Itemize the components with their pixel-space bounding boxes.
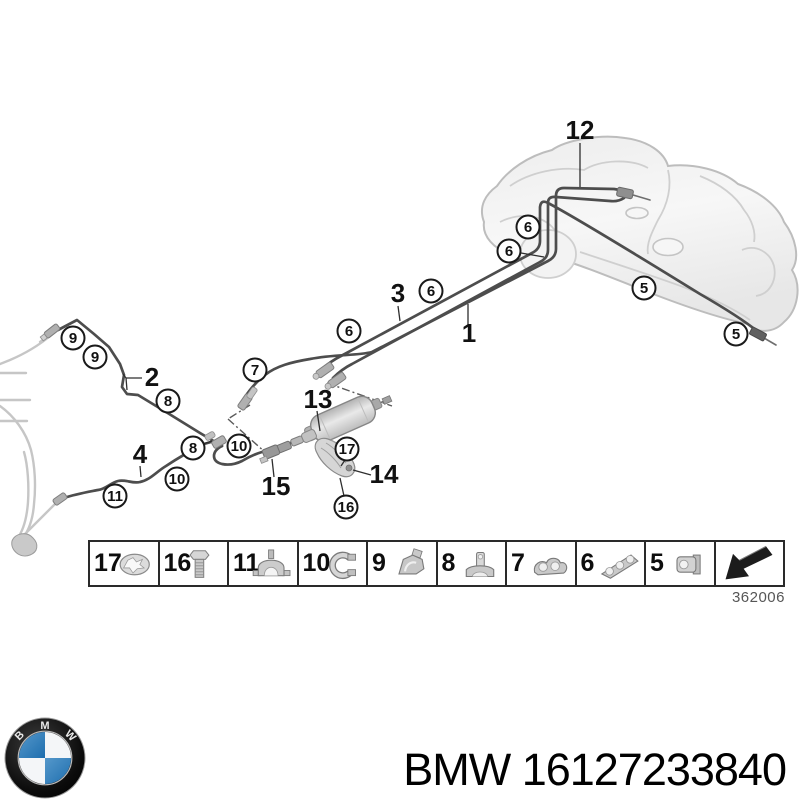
legend-cell-17: 17	[90, 542, 160, 585]
part-number-text: BMW 16127233840	[403, 744, 787, 795]
legend-cell-label: 5	[650, 549, 664, 577]
label-13: 13	[304, 384, 333, 414]
label-2: 2	[145, 362, 159, 392]
callout-8b: 8	[180, 435, 206, 461]
legend-cell-label: 7	[511, 549, 525, 577]
pipe-clamp-icon	[252, 549, 290, 577]
filter-outlet-fitting	[381, 395, 393, 405]
svg-text:6: 6	[427, 283, 435, 300]
fuel-line-1-5	[320, 200, 766, 371]
legend-cell-8: 8	[438, 542, 507, 585]
legend-cell-label: 10	[302, 549, 331, 577]
pipe-end-connector	[11, 533, 38, 557]
legend-cell-arrow	[716, 542, 784, 585]
callout-17: 17	[334, 436, 360, 462]
legend-cell-7: 7	[507, 542, 577, 585]
retaining-clip-icon	[675, 554, 701, 575]
callout-10a: 10	[226, 433, 252, 459]
leader-lines	[122, 143, 581, 497]
lock-washer-icon	[119, 553, 150, 576]
line-holder-icon	[465, 551, 495, 578]
svg-text:5: 5	[732, 326, 740, 343]
legend-cell-9: 9	[368, 542, 438, 585]
svg-text:17: 17	[339, 441, 356, 458]
hose-clamp-icon	[329, 551, 356, 580]
legend-cell-10: 10	[299, 542, 368, 585]
legend-cell-11: 11	[229, 542, 299, 585]
svg-text:9: 9	[69, 330, 77, 347]
quick-connector-b2	[246, 386, 258, 400]
filter-inlet-fitting	[301, 429, 317, 443]
callout-6a: 6	[515, 214, 541, 240]
fittings	[39, 186, 767, 506]
double-line-clamp-icon	[533, 557, 567, 576]
legend-strip: 17 16 11 10 9	[88, 540, 785, 587]
bmw-logo: B M W	[4, 717, 86, 799]
svg-text:8: 8	[189, 440, 197, 457]
label-12: 12	[566, 115, 595, 145]
legend-cell-label: 9	[372, 549, 386, 577]
svg-text:6: 6	[345, 323, 353, 340]
callout-5a: 5	[631, 275, 657, 301]
fuel-line-2	[56, 318, 224, 448]
legend-cell-label: 6	[580, 549, 595, 577]
callout-6d: 6	[336, 318, 362, 344]
callout-5b: 5	[723, 321, 749, 347]
svg-text:16: 16	[338, 499, 355, 516]
callout-7: 7	[242, 357, 268, 383]
callout-16: 16	[333, 494, 359, 520]
line2-connector	[39, 323, 61, 342]
legend-cell-label: 16	[163, 549, 192, 577]
callout-6c: 6	[418, 278, 444, 304]
junction-fitting	[211, 435, 227, 449]
fuel-line-3	[331, 195, 626, 380]
legend-cell-label: 17	[94, 549, 122, 577]
fuel-line-4	[62, 438, 220, 500]
quick-connector-a1	[312, 361, 335, 380]
triple-line-clamp-icon	[600, 554, 639, 579]
svg-text:11: 11	[107, 488, 123, 505]
hex-bolt-icon	[189, 550, 210, 578]
label-3: 3	[391, 278, 405, 308]
callout-9a: 9	[60, 325, 86, 351]
direction-arrow-icon	[725, 545, 773, 580]
legend-cell-16: 16	[160, 542, 229, 585]
background-pipes	[0, 331, 59, 557]
quick-connector-a2	[324, 371, 347, 390]
line-clip-icon	[397, 548, 424, 575]
legend-cell-5: 5	[646, 542, 716, 585]
label-1: 1	[462, 318, 476, 348]
callout-9b: 9	[82, 344, 108, 370]
svg-text:5: 5	[640, 280, 648, 297]
label-14: 14	[370, 459, 399, 489]
label-4: 4	[133, 439, 148, 469]
legend-cell-6: 6	[577, 542, 646, 585]
callout-8a: 8	[155, 388, 181, 414]
line5-end-fitting	[749, 326, 767, 342]
logo-letter-m: M	[40, 720, 49, 732]
svg-text:10: 10	[169, 471, 186, 488]
svg-text:6: 6	[524, 219, 532, 236]
label-15: 15	[262, 471, 291, 501]
svg-text:8: 8	[164, 393, 172, 410]
callout-11: 11	[102, 483, 128, 509]
legend-cell-label: 8	[441, 549, 456, 577]
tank-line-fitting	[616, 186, 634, 200]
junction-fitting-2	[204, 431, 216, 441]
svg-text:9: 9	[91, 349, 99, 366]
callout-6b: 6	[496, 238, 522, 264]
connector-15	[259, 444, 281, 464]
junction-s-pipe	[212, 436, 306, 466]
svg-text:10: 10	[231, 438, 248, 455]
callout-10b: 10	[164, 466, 190, 492]
drawing-number: 362006	[731, 589, 785, 606]
line4-connector	[52, 492, 68, 506]
svg-text:7: 7	[251, 362, 259, 379]
svg-text:6: 6	[505, 243, 513, 260]
